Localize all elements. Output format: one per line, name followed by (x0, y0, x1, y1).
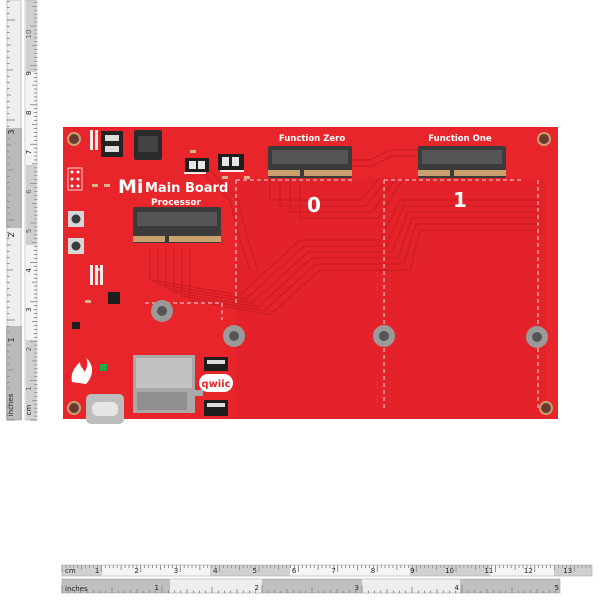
main-board-logo: Mi (118, 175, 143, 198)
left-cm-tick-label: 4 (25, 268, 33, 273)
qwiic-connector-bottom (204, 400, 228, 416)
corner-hole-tr (537, 132, 551, 146)
left-cm-tick-label: 7 (25, 150, 33, 154)
sparkfun-flame-icon (71, 358, 92, 384)
bottom-cm-tick-label: 7 (331, 567, 335, 575)
mi-logo-mark: Mi (118, 176, 143, 198)
bottom-inch-tick-label: 5 (555, 584, 559, 592)
bottom-inch-tick-label: 1 (155, 584, 159, 592)
microsd-slot (133, 355, 203, 413)
bottom-cm-tick-label: 11 (484, 567, 493, 575)
boot-button (68, 238, 84, 254)
bottom-inch-tick-label: 4 (455, 584, 460, 592)
m2-connector-function-zero (268, 146, 352, 178)
left-cm-tick-label: 5 (25, 229, 33, 233)
processor-label: Processor (151, 198, 202, 208)
usb-c-connector (86, 394, 124, 424)
left-cm-tick-label: 2 (25, 347, 33, 351)
function-one-label: Function One (428, 134, 492, 144)
left-inch-label-1: 1 (7, 337, 16, 342)
left-cm-tick-label: 10 (25, 30, 33, 39)
left-ruler-cm-label: cm (25, 404, 33, 415)
qwiic-logo: qwiic (199, 374, 233, 392)
left-cm-tick-label: 8 (25, 111, 33, 115)
jst-connector (134, 130, 162, 160)
bottom-cm-tick-label: 4 (213, 567, 218, 575)
slot-zero-number: 0 (307, 193, 321, 217)
reset-button (68, 211, 84, 227)
bottom-cm-tick-label: 2 (134, 567, 138, 575)
bottom-inches-label: inches (65, 585, 88, 593)
bottom-cm-tick-label: 6 (292, 567, 297, 575)
standoff-one-right (526, 326, 548, 348)
corner-hole-tl (67, 132, 81, 146)
standoff-zero (223, 325, 245, 347)
m2-connector-processor (133, 207, 221, 243)
main-board: qwiic Mi Main Board Processor Function Z… (63, 127, 558, 424)
m2-connector-function-one (418, 146, 506, 178)
left-cm-tick-label: 1 (25, 386, 33, 390)
left-inch-label-2: 2 (7, 232, 16, 237)
power-switch (101, 131, 123, 157)
standoff-processor (151, 300, 173, 322)
left-cm-tick-label: 6 (25, 189, 33, 194)
left-inch-label-3: 3 (7, 129, 16, 134)
bottom-cm-label: cm (65, 567, 76, 575)
corner-hole-br (539, 401, 553, 415)
bottom-inch-tick-label: 3 (355, 584, 359, 592)
bottom-cm-tick-label: 3 (174, 567, 178, 575)
left-ruler-inches-label: inches (7, 393, 15, 416)
traces (149, 149, 540, 316)
jumper-pads (185, 154, 244, 172)
bottom-cm-tick-label: 9 (410, 567, 414, 575)
silkscreen-marks (90, 130, 244, 285)
left-cm-tick-label: 9 (25, 71, 33, 75)
board-title: Main Board (145, 181, 228, 196)
ic-chip (108, 292, 120, 304)
qwiic-label: qwiic (201, 379, 230, 390)
bottom-cm-tick-label: 13 (563, 567, 572, 575)
small-components (85, 150, 250, 303)
slot-outlines (145, 179, 539, 410)
standoffs (151, 300, 548, 348)
function-zero-label: Function Zero (279, 134, 345, 144)
left-ruler: 1 2 3 4 5 6 7 8 9 10 1 2 3 inches cm (6, 0, 38, 421)
bottom-cm-tick-label: 12 (524, 567, 533, 575)
bottom-cm-tick-label: 5 (253, 567, 257, 575)
ic-chip-small (72, 322, 80, 329)
bottom-cm-tick-label: 10 (445, 567, 454, 575)
standoff-one-left (373, 325, 395, 347)
bottom-inch-tick-label: 2 (255, 584, 259, 592)
bottom-cm-tick-label: 8 (371, 567, 375, 575)
qwiic-connector-top (204, 357, 228, 371)
header-pins-left (67, 167, 83, 191)
slot-one-number: 1 (453, 188, 467, 212)
status-led (100, 364, 107, 371)
bottom-cm-tick-label: 1 (95, 567, 99, 575)
corner-hole-bl (67, 401, 81, 415)
left-cm-tick-label: 3 (25, 308, 33, 312)
